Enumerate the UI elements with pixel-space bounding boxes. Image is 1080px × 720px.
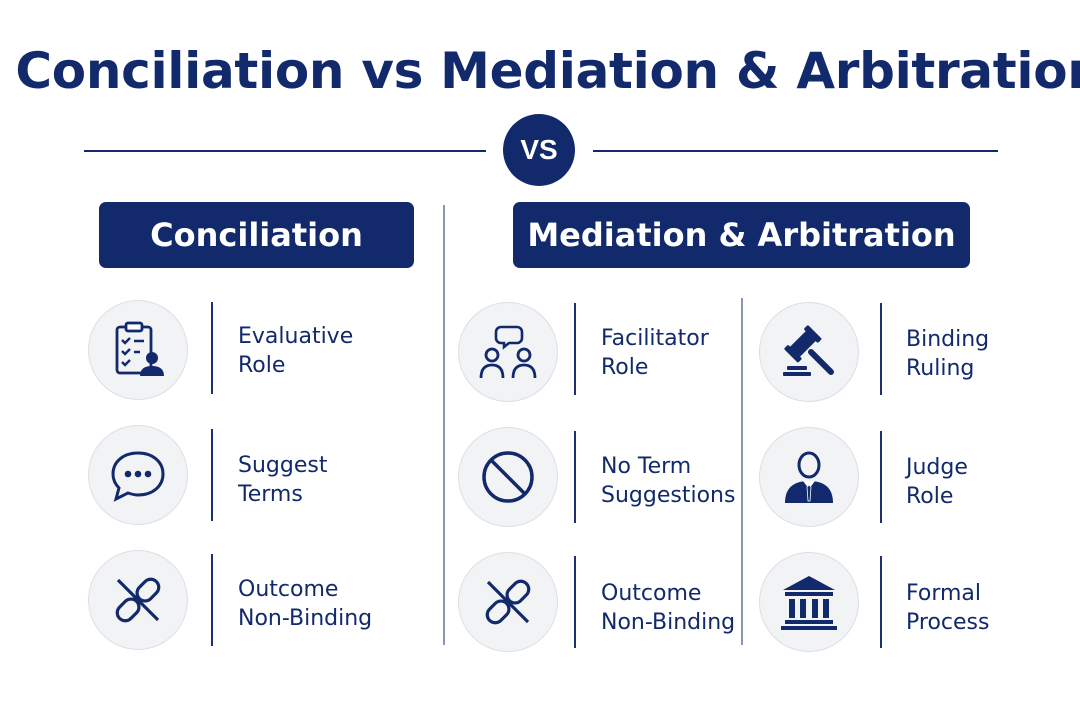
no-term-suggestions-icon-circle [458,427,558,527]
column-divider-right [741,298,743,645]
mediation-arbitration-header: Mediation & Arbitration [513,202,970,268]
separator [211,554,213,646]
page-title: Conciliation vs Mediation & Arbitration [15,42,1080,100]
separator [574,303,576,395]
suggest-terms-icon-circle [88,425,188,525]
column-divider-main [443,205,445,645]
separator [574,431,576,523]
separator [574,556,576,648]
gavel-icon [783,325,834,376]
separator [211,429,213,521]
judge-role-icon-circle [759,427,859,527]
prohibited-icon [482,451,534,503]
facilitator-role-icon-circle [458,302,558,402]
conciliation-header: Conciliation [99,202,414,268]
formal-process-icon-circle [759,552,859,652]
people-chat-icon [479,325,537,379]
speech-bubble-icon [111,451,165,502]
courthouse-icon [781,576,837,630]
separator [880,431,882,523]
divider-left [84,150,486,152]
separator [880,556,882,648]
divider-right [593,150,998,152]
binding-ruling-icon-circle [759,302,859,402]
separator [880,303,882,395]
evaluative-role-icon-circle [88,300,188,400]
judge-icon [785,451,833,503]
outcome-non-binding-icon-circle [88,550,188,650]
clipboard-person-icon [115,321,164,376]
separator [211,302,213,394]
broken-link-icon [485,579,531,625]
broken-link-icon [115,577,161,623]
vs-badge: VS [503,114,575,186]
outcome-non-binding-icon-circle-mediation [458,552,558,652]
